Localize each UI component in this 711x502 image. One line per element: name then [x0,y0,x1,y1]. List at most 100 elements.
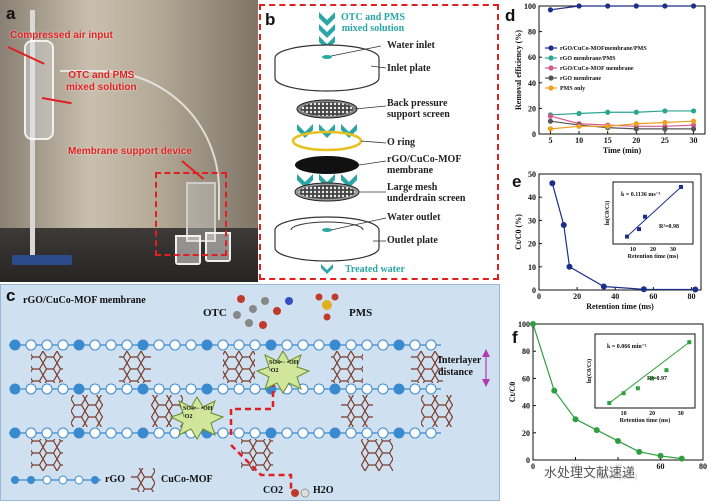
data-point [690,118,697,124]
series-line [550,110,694,116]
legend-label: rGO membrane [560,76,601,82]
legend-label: rGO/CuCo-MOF membrane [560,66,634,72]
label-outlet-plate: Outlet plate [387,235,438,246]
data-point [572,416,579,423]
rgo-node [89,383,101,395]
rgo-node [89,339,101,351]
inset-tick-label: 20 [649,411,655,417]
mof-crystal [331,351,363,383]
rgo-node [41,339,53,351]
rgo-node [9,339,21,351]
legend-marker [548,75,554,81]
inset-point [607,401,612,406]
x-tick-label: 40 [611,292,619,301]
rgo-node [25,427,37,439]
rgo-node [9,383,21,395]
rgo-node [425,383,437,395]
rgo-node [409,383,421,395]
mof-crystal [341,395,373,427]
mof-crystal [411,351,443,383]
rgo-node [169,383,181,395]
data-point [640,286,647,293]
data-point [657,452,664,459]
rgo-node [361,339,373,351]
rgo-node [297,339,309,351]
data-point [633,109,639,115]
x-tick-label: 60 [649,292,657,301]
rgo-node [217,339,229,351]
panel-c-mechanism: c rGO/CuCo-MOF membrane OTC PMS Interlay… [0,284,500,501]
label-top-solution: OTC and PMS mixed solution [341,12,405,34]
series-line [550,120,694,130]
data-point [605,123,611,129]
rgo-node [169,427,181,439]
mof-crystal [223,351,255,383]
y-tick-label: 20 [522,429,530,438]
inset-point [687,340,692,345]
mof-crystal [31,351,63,383]
inset-tick-label: 30 [678,411,684,417]
inset-equation: k = 0.1136 ms⁻¹ [621,192,661,198]
rgo-node [265,427,277,439]
rgo-node [217,427,229,439]
data-point [547,126,554,132]
data-point [576,110,582,117]
rgo-node [201,339,213,351]
inset-point [637,227,641,232]
rgo-node [137,339,149,351]
y-tick-label: 10 [528,263,536,272]
label-mesh: Large mesh underdrain screen [387,182,465,204]
legend-rgo-label: rGO [105,474,125,485]
y-tick-label: 60 [522,374,530,383]
label-line: mixed solution [341,23,405,34]
rgo-node [249,383,261,395]
rgo-node [393,383,405,395]
inset-x-label: Retention time (ms) [628,253,679,260]
rgo-node [233,427,245,439]
rgo-node [153,339,165,351]
data-point [547,118,554,124]
x-tick-label: 15 [604,136,612,145]
y-tick-label: 0 [532,130,536,139]
rgo-node [105,427,117,439]
rgo-node [185,339,197,351]
membrane-device [186,182,216,242]
inset-point [650,376,655,381]
y-tick-label: 40 [528,79,536,88]
data-point [633,3,639,9]
legend-marker [548,85,554,91]
label-co2: CO2 [263,485,283,496]
label-treated-water: Treated water [345,264,405,275]
label-otc: OTC [203,307,227,319]
label-line: OTC and PMS [68,70,135,81]
label-line: membrane [387,165,434,176]
rgo-node [73,339,85,351]
inset-equation: k = 0.066 min⁻¹ [607,344,647,350]
rgo-node [313,427,325,439]
rgo-node [73,427,85,439]
y-tick-label: 0 [526,456,530,465]
rgo-node [153,383,165,395]
label-compressed-air: Compressed air input [10,30,113,41]
x-tick-label: 30 [690,136,698,145]
label-line: Back pressure [387,98,448,109]
data-point [551,387,558,394]
inset-frame [594,333,696,409]
mof-crystal [151,395,183,427]
x-tick-label: 60 [657,462,665,471]
rgo-node [377,427,389,439]
data-point [690,3,697,9]
beaker [205,232,231,262]
legend-rgo-symbol [11,475,101,485]
label-water-inlet: Water inlet [387,40,435,51]
data-point [662,119,668,126]
rgo-node [281,339,293,351]
rgo-node [121,339,133,351]
flow-chevrons [319,12,335,50]
data-point [566,263,573,270]
y-tick-label: 100 [518,320,530,329]
y-tick-label: 60 [528,53,536,62]
series-line [551,183,696,291]
panel-a-photo: a Compressed air input OTC and PMS mixed… [0,0,258,282]
